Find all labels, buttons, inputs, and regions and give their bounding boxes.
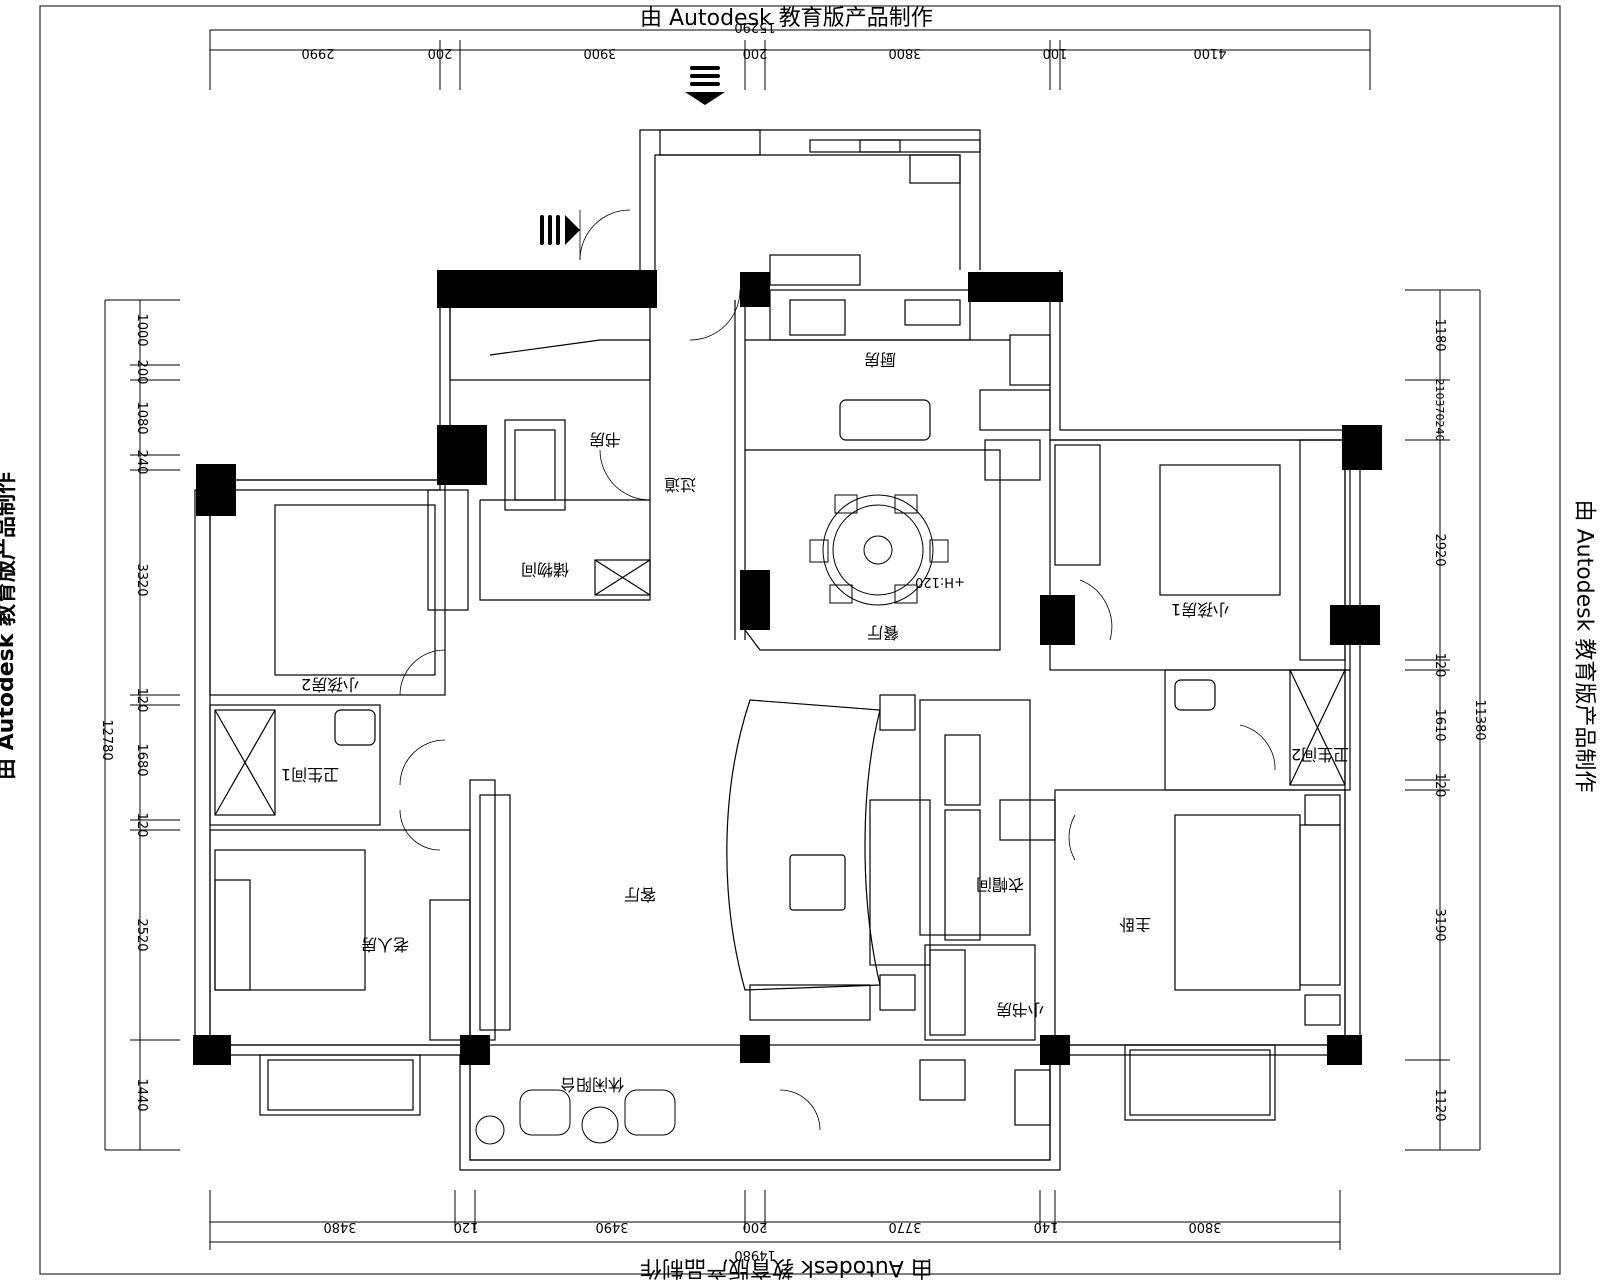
dim-left-seg-4: 240: [134, 450, 149, 475]
dim-bottom-seg-2: 120: [454, 1219, 479, 1234]
room-label-storage: 储物间: [521, 560, 569, 579]
entry-arrows: [540, 66, 725, 245]
dim-chain-left: [104, 299, 180, 1151]
dim-top-seg-6: 100: [1043, 45, 1068, 60]
dim-right-seg-3: 2920: [1432, 533, 1447, 566]
room-label-hallway: 过道: [664, 475, 696, 494]
room-label-kitchen: 厨房: [864, 350, 896, 369]
dim-right-seg-7: 3190: [1432, 908, 1447, 941]
dim-top-seg-2: 200: [428, 45, 453, 60]
dim-bottom-seg-1: 3480: [323, 1219, 356, 1234]
room-label-elder-room: 老人房: [361, 935, 409, 954]
room-label-small-study: 小书房: [996, 1000, 1044, 1019]
columns: [193, 270, 1382, 1065]
dim-left-seg-8: 120: [134, 813, 149, 838]
dim-chain-bottom: [209, 1190, 1341, 1250]
dim-top-seg-5: 3800: [888, 45, 921, 60]
dim-bottom-seg-7: 3800: [1188, 1219, 1221, 1234]
dim-bottom-total: 14980: [734, 1247, 775, 1262]
dim-top-seg-4: 200: [743, 45, 768, 60]
sheet-frame: [39, 5, 1561, 1275]
balcony-furniture: [475, 1089, 676, 1145]
dim-left-seg-1: 1000: [134, 313, 149, 346]
doors: [399, 209, 1276, 1131]
room-label-master-bedroom: 主卧: [1119, 915, 1151, 934]
dim-left-seg-3: 1080: [134, 401, 149, 434]
room-label-leisure-balcony: 休闲阳台: [560, 1075, 624, 1094]
dim-chain-top: [209, 29, 1371, 90]
dim-top-seg-7: 4100: [1193, 45, 1226, 60]
room-label-kids-room-2: 小孩房2: [301, 675, 359, 694]
room-label-dining: 餐厅: [867, 623, 899, 642]
dim-bottom-seg-5: 3770: [888, 1219, 921, 1234]
dim-right-seg-2: 210370240: [1433, 379, 1446, 442]
dim-bottom-seg-6: 140: [1034, 1219, 1059, 1234]
dim-right-seg-4: 120: [1432, 653, 1447, 678]
dim-left-total: 12780: [99, 719, 114, 760]
dim-left-seg-5: 3320: [134, 563, 149, 596]
dim-bottom-seg-3: 3490: [595, 1219, 628, 1234]
dim-left-seg-9: 2520: [134, 918, 149, 951]
room-label-closet: 衣帽间: [976, 875, 1024, 894]
dim-left-seg-7: 1680: [134, 743, 149, 776]
walls: [194, 129, 1361, 1171]
dim-right-seg-8: 1120: [1432, 1088, 1447, 1121]
room-label-bathroom-1: 卫生间1: [281, 765, 339, 784]
dim-top-seg-1: 2990: [301, 45, 334, 60]
watermark-top: 由 Autodesk 教育版产品制作: [640, 6, 933, 31]
dim-right-seg-1: 1180: [1432, 318, 1447, 351]
elevation-mark: +H:120: [915, 574, 965, 589]
dim-bottom-seg-4: 200: [743, 1219, 768, 1234]
dim-left-seg-10: 1440: [134, 1078, 149, 1111]
dim-top-seg-3: 3900: [583, 45, 616, 60]
dim-right-total: 11380: [1472, 699, 1487, 740]
dim-left-seg-2: 200: [134, 360, 149, 385]
dim-left-seg-6: 120: [134, 688, 149, 713]
dim-chain-right: [1405, 289, 1481, 1151]
dim-top-total: 15290: [734, 19, 775, 34]
room-label-bathroom-2: 卫生间2: [1291, 745, 1349, 764]
dining-table: [809, 494, 949, 606]
room-label-study: 书房: [589, 430, 621, 449]
dim-right-seg-6: 120: [1432, 773, 1447, 798]
room-label-living: 客厅: [624, 885, 656, 904]
dim-right-seg-5: 1610: [1432, 708, 1447, 741]
room-label-kids-room-1: 小孩房1: [1171, 600, 1229, 619]
